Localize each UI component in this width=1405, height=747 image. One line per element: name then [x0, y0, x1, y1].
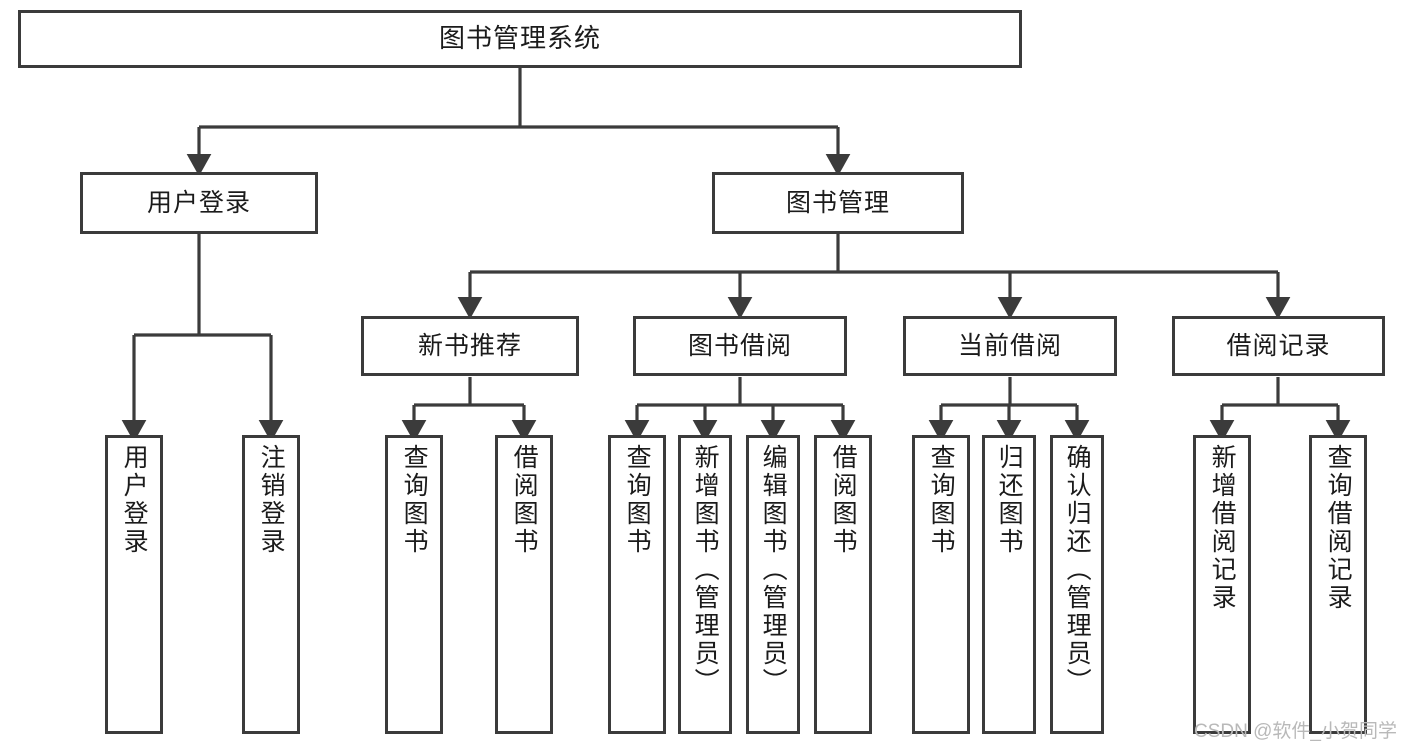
leaf-borrow-add-book-admin-label: 新增图书（管理员） [691, 444, 720, 696]
csdn-watermark: CSDN @软件_小贺同学 [1194, 721, 1397, 742]
leaf-current-query-book[interactable]: 查询图书 [912, 435, 970, 734]
node-book-borrow[interactable]: 图书借阅 [633, 316, 847, 376]
node-user-login-label: 用户登录 [146, 188, 251, 217]
leaf-records-add-record[interactable]: 新增借阅记录 [1193, 435, 1251, 734]
leaf-new-book-borrow-label: 借阅图书 [510, 444, 539, 556]
leaf-new-book-borrow[interactable]: 借阅图书 [495, 435, 553, 734]
leaf-borrow-borrow-book[interactable]: 借阅图书 [814, 435, 872, 734]
leaf-records-query-record-label: 查询借阅记录 [1324, 444, 1353, 612]
node-user-login[interactable]: 用户登录 [80, 172, 318, 234]
leaf-borrow-edit-book-admin-label: 编辑图书（管理员） [759, 444, 788, 696]
leaf-current-confirm-return-admin[interactable]: 确认归还（管理员） [1050, 435, 1104, 734]
leaf-user-login-signout-label: 注销登录 [257, 444, 286, 556]
leaf-records-query-record[interactable]: 查询借阅记录 [1309, 435, 1367, 734]
leaf-records-add-record-label: 新增借阅记录 [1208, 444, 1237, 612]
node-current-borrow-label: 当前借阅 [957, 331, 1062, 360]
node-book-management[interactable]: 图书管理 [712, 172, 964, 234]
leaf-borrow-borrow-book-label: 借阅图书 [829, 444, 858, 556]
leaf-borrow-query-book[interactable]: 查询图书 [608, 435, 666, 734]
leaf-user-login-signin[interactable]: 用户登录 [105, 435, 163, 734]
node-new-book-recommend-label: 新书推荐 [417, 331, 522, 360]
leaf-current-confirm-return-admin-label: 确认归还（管理员） [1063, 444, 1092, 696]
leaf-borrow-query-book-label: 查询图书 [623, 444, 652, 556]
node-root[interactable]: 图书管理系统 [18, 10, 1022, 68]
leaf-borrow-add-book-admin[interactable]: 新增图书（管理员） [678, 435, 732, 734]
leaf-user-login-signin-label: 用户登录 [120, 444, 149, 556]
node-root-label: 图书管理系统 [438, 23, 601, 54]
leaf-user-login-signout[interactable]: 注销登录 [242, 435, 300, 734]
leaf-current-query-book-label: 查询图书 [927, 444, 956, 556]
leaf-new-book-query[interactable]: 查询图书 [385, 435, 443, 734]
node-current-borrow[interactable]: 当前借阅 [903, 316, 1117, 376]
leaf-current-return-book-label: 归还图书 [995, 444, 1024, 556]
node-book-management-label: 图书管理 [785, 188, 890, 217]
node-borrow-records-label: 借阅记录 [1226, 331, 1331, 360]
node-borrow-records[interactable]: 借阅记录 [1172, 316, 1385, 376]
leaf-current-return-book[interactable]: 归还图书 [982, 435, 1036, 734]
leaf-new-book-query-label: 查询图书 [400, 444, 429, 556]
node-book-borrow-label: 图书借阅 [687, 331, 792, 360]
node-new-book-recommend[interactable]: 新书推荐 [361, 316, 579, 376]
leaf-borrow-edit-book-admin[interactable]: 编辑图书（管理员） [746, 435, 800, 734]
